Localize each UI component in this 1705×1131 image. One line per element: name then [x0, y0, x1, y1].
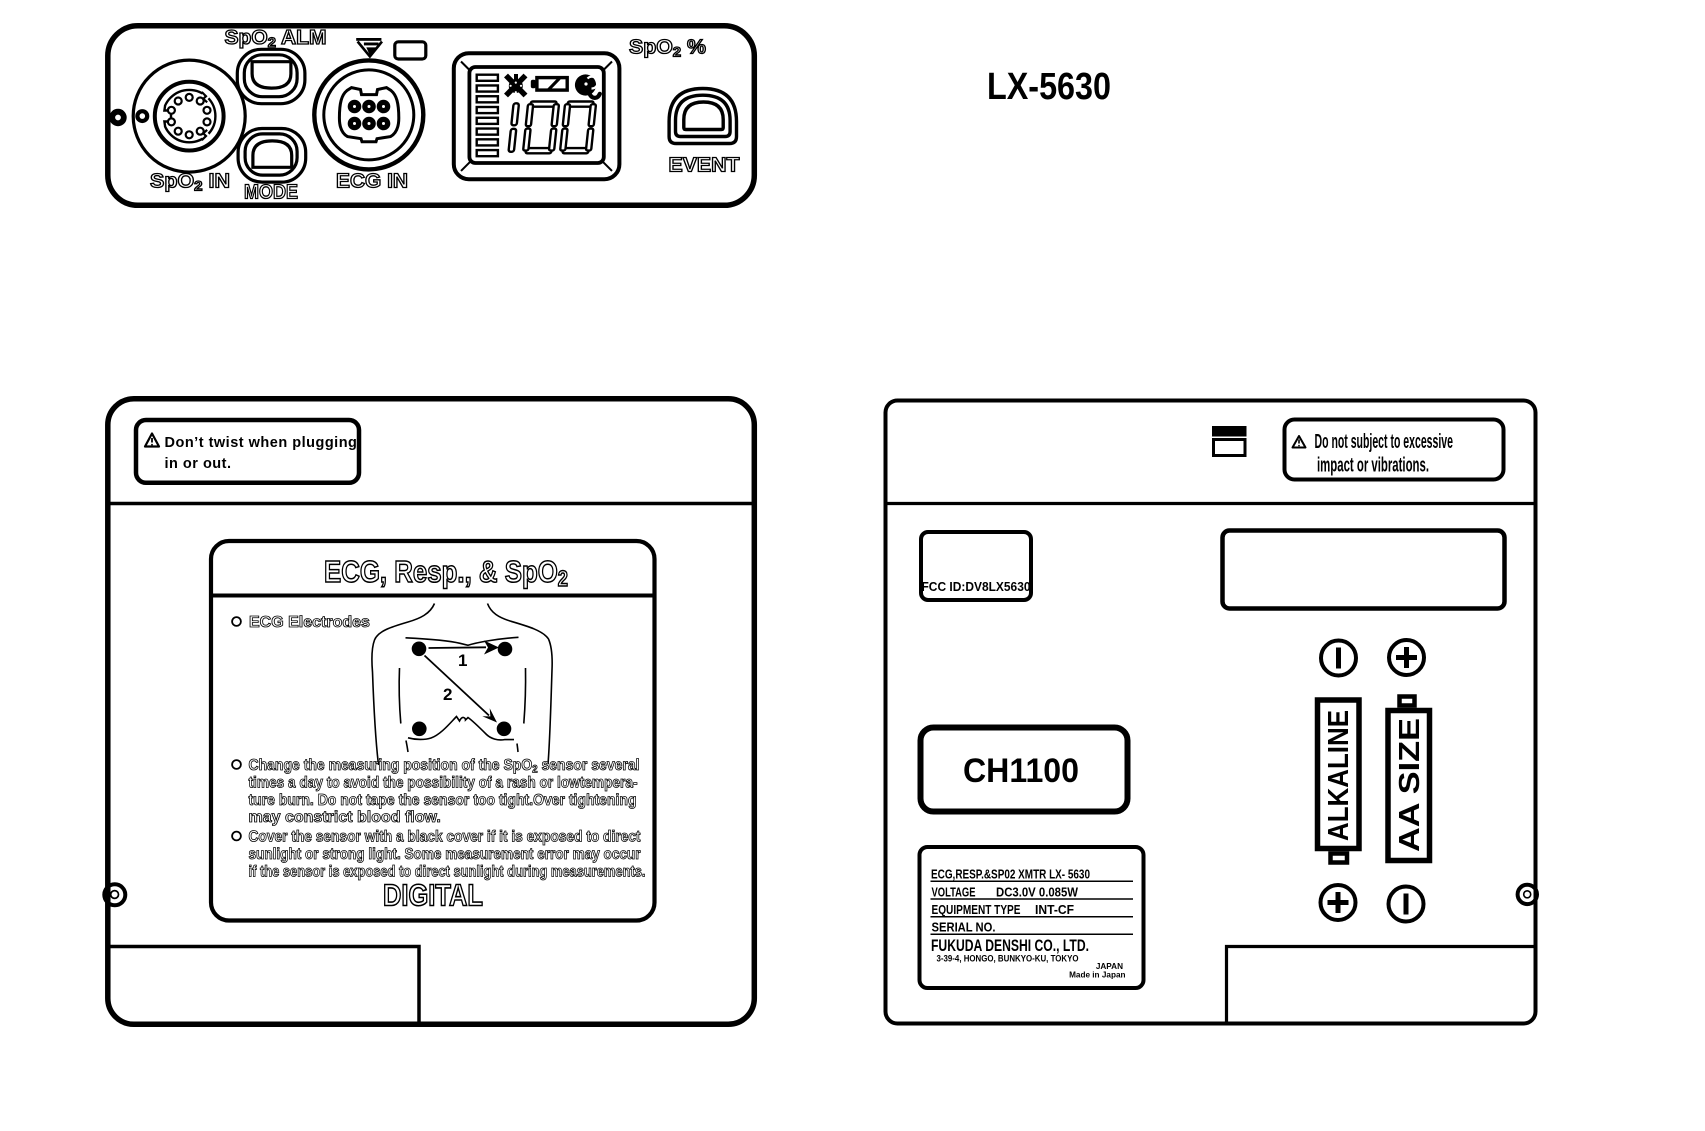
svg-text:ECG, Resp., & SpO2: ECG, Resp., & SpO2 [324, 554, 568, 591]
svg-text:ECG,RESP.&SP02 XMTR LX- 5630: ECG,RESP.&SP02 XMTR LX- 5630 [931, 867, 1090, 882]
svg-text:in or out.: in or out. [165, 456, 232, 472]
svg-text:may constrict blood flow.: may constrict blood flow. [249, 809, 441, 826]
svg-text:FUKUDA DENSHI CO., LTD.: FUKUDA DENSHI CO., LTD. [931, 937, 1089, 955]
svg-text:2: 2 [443, 685, 452, 704]
svg-text:Change the measuring position: Change the measuring position of the SpO… [249, 757, 640, 776]
svg-text:ture burn. Do not tape the se: ture burn. Do not tape the sensor too ti… [249, 792, 637, 809]
svg-text:ALKALINE: ALKALINE [1323, 710, 1355, 841]
svg-text:VOLTAGE: VOLTAGE [932, 884, 976, 899]
svg-text:MODE: MODE [244, 182, 298, 204]
svg-text:1: 1 [458, 651, 467, 670]
svg-text:Don’t twist when plugging: Don’t twist when plugging [165, 435, 358, 451]
svg-text:Cover the sensor with a black: Cover the sensor with a black cover if i… [249, 829, 642, 846]
svg-text:Do not subject to excessive: Do not subject to excessive [1315, 430, 1454, 453]
svg-text:if the sensor is exposed to di: if the sensor is exposed to direct sunli… [249, 864, 646, 881]
svg-text:AA SIZE: AA SIZE [1394, 718, 1426, 852]
svg-text:times a day to avoid the possi: times a day to avoid the possibility of … [249, 775, 638, 792]
svg-text:FCC ID:DV8LX5630: FCC ID:DV8LX5630 [922, 579, 1031, 594]
svg-text:DC3.0V 0.085W: DC3.0V 0.085W [996, 884, 1078, 899]
svg-text:INT-CF: INT-CF [1035, 902, 1074, 917]
svg-text:SpO2 %: SpO2 % [629, 37, 706, 60]
svg-text:EVENT: EVENT [669, 155, 740, 177]
svg-text:ECG Electrodes: ECG Electrodes [249, 614, 370, 631]
svg-text:CH1100: CH1100 [963, 752, 1079, 790]
svg-text:ECG IN: ECG IN [336, 171, 408, 193]
svg-text:DIGITAL: DIGITAL [383, 878, 483, 913]
svg-text:EQUIPMENT TYPE: EQUIPMENT TYPE [932, 902, 1021, 917]
svg-text:impact or vibrations.: impact or vibrations. [1317, 454, 1429, 477]
svg-text:SpO2 IN: SpO2 IN [150, 171, 230, 194]
svg-text:LX-5630: LX-5630 [987, 66, 1111, 108]
svg-text:JAPAN: JAPAN [1096, 962, 1123, 971]
svg-text:SpO2 ALM: SpO2 ALM [225, 27, 327, 50]
svg-text:Made in Japan: Made in Japan [1069, 971, 1125, 980]
svg-text:3-39-4, HONGO, BUNKYO-KU, TOKY: 3-39-4, HONGO, BUNKYO-KU, TOKYO [937, 954, 1079, 964]
svg-text:SERIAL NO.: SERIAL NO. [932, 920, 996, 935]
svg-text:sunlight or strong light. Some: sunlight or strong light. Some measureme… [249, 846, 641, 863]
